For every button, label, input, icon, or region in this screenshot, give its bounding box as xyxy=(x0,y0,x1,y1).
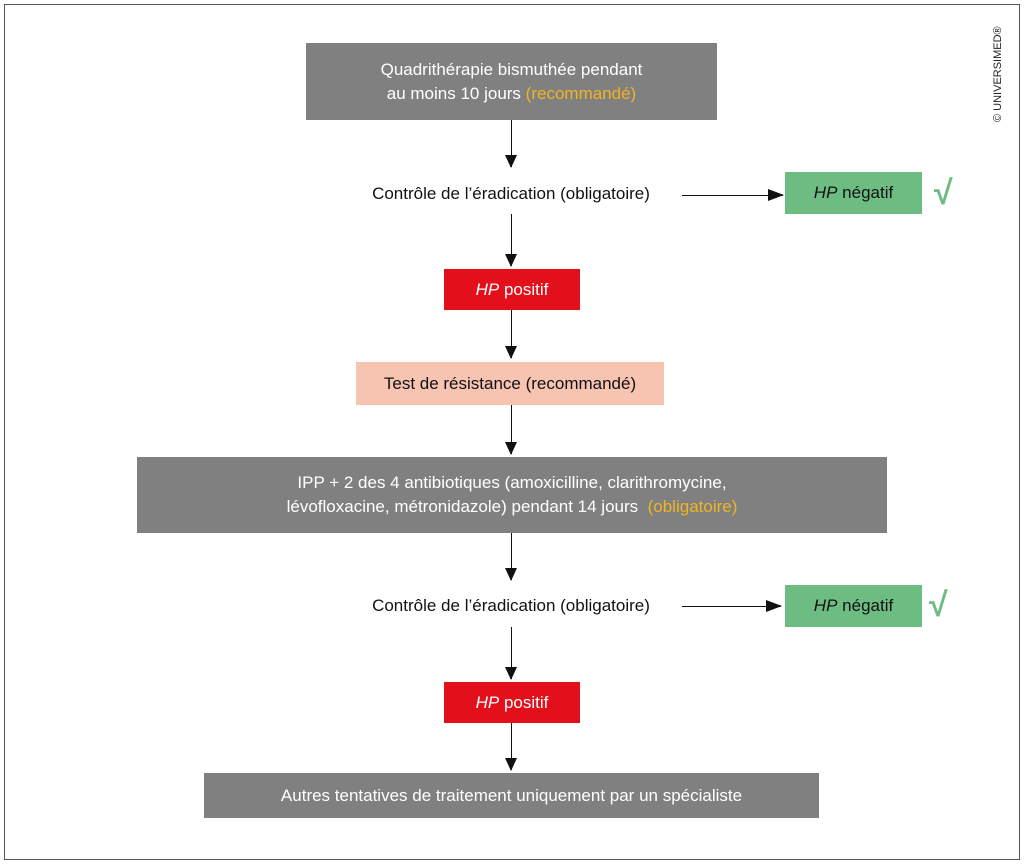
step1-note: (recommandé) xyxy=(525,83,637,103)
arrow-down xyxy=(505,627,517,680)
copyright: © UNIVERSIMED® xyxy=(992,26,1004,122)
final-box: Autres tentatives de traitement uniqueme… xyxy=(204,773,819,818)
step2-line2: lévofloxacine, métronidazole) pendant 14… xyxy=(286,497,639,516)
negative2-box: HP négatif xyxy=(785,585,922,627)
negative-label: négatif xyxy=(842,596,894,615)
arrow-right xyxy=(682,189,784,201)
hp-label: HP xyxy=(813,183,838,202)
positive-label: positif xyxy=(503,279,549,299)
step1-line1: Quadrithérapie bismuthée pendant xyxy=(380,59,643,79)
control2-label: Contrôle de l’éradication (obligatoire) xyxy=(372,596,650,615)
positive2-box: HP positif xyxy=(444,682,580,723)
diagram-frame xyxy=(4,4,1020,860)
step1-line2: au moins 10 jours xyxy=(386,83,521,103)
arrow-down xyxy=(505,723,517,771)
step2-note: (obligatoire) xyxy=(647,497,738,516)
control1-label: Contrôle de l’éradication (obligatoire) xyxy=(372,184,650,203)
positive-label: positif xyxy=(503,692,549,712)
hp-label: HP xyxy=(813,596,838,615)
arrow-down xyxy=(505,533,517,581)
step2-box: IPP + 2 des 4 antibiotiques (amoxicillin… xyxy=(137,457,887,533)
resistance-box: Test de résistance (recommandé) xyxy=(356,362,664,405)
negative-label: négatif xyxy=(842,183,894,202)
arrow-right xyxy=(682,600,782,612)
check-icon: √ xyxy=(934,174,953,212)
arrow-down xyxy=(505,214,517,267)
arrow-down xyxy=(505,310,517,359)
step1-box: Quadrithérapie bismuthée pendant au moins… xyxy=(306,43,717,120)
check-icon: √ xyxy=(929,586,948,624)
hp-label: HP xyxy=(475,279,500,299)
hp-label: HP xyxy=(475,692,500,712)
positive1-box: HP positif xyxy=(444,269,580,310)
negative1-box: HP négatif xyxy=(785,172,922,214)
arrow-down xyxy=(505,405,517,455)
arrow-down xyxy=(505,120,517,168)
step2-line1: IPP + 2 des 4 antibiotiques (amoxicillin… xyxy=(297,473,727,492)
